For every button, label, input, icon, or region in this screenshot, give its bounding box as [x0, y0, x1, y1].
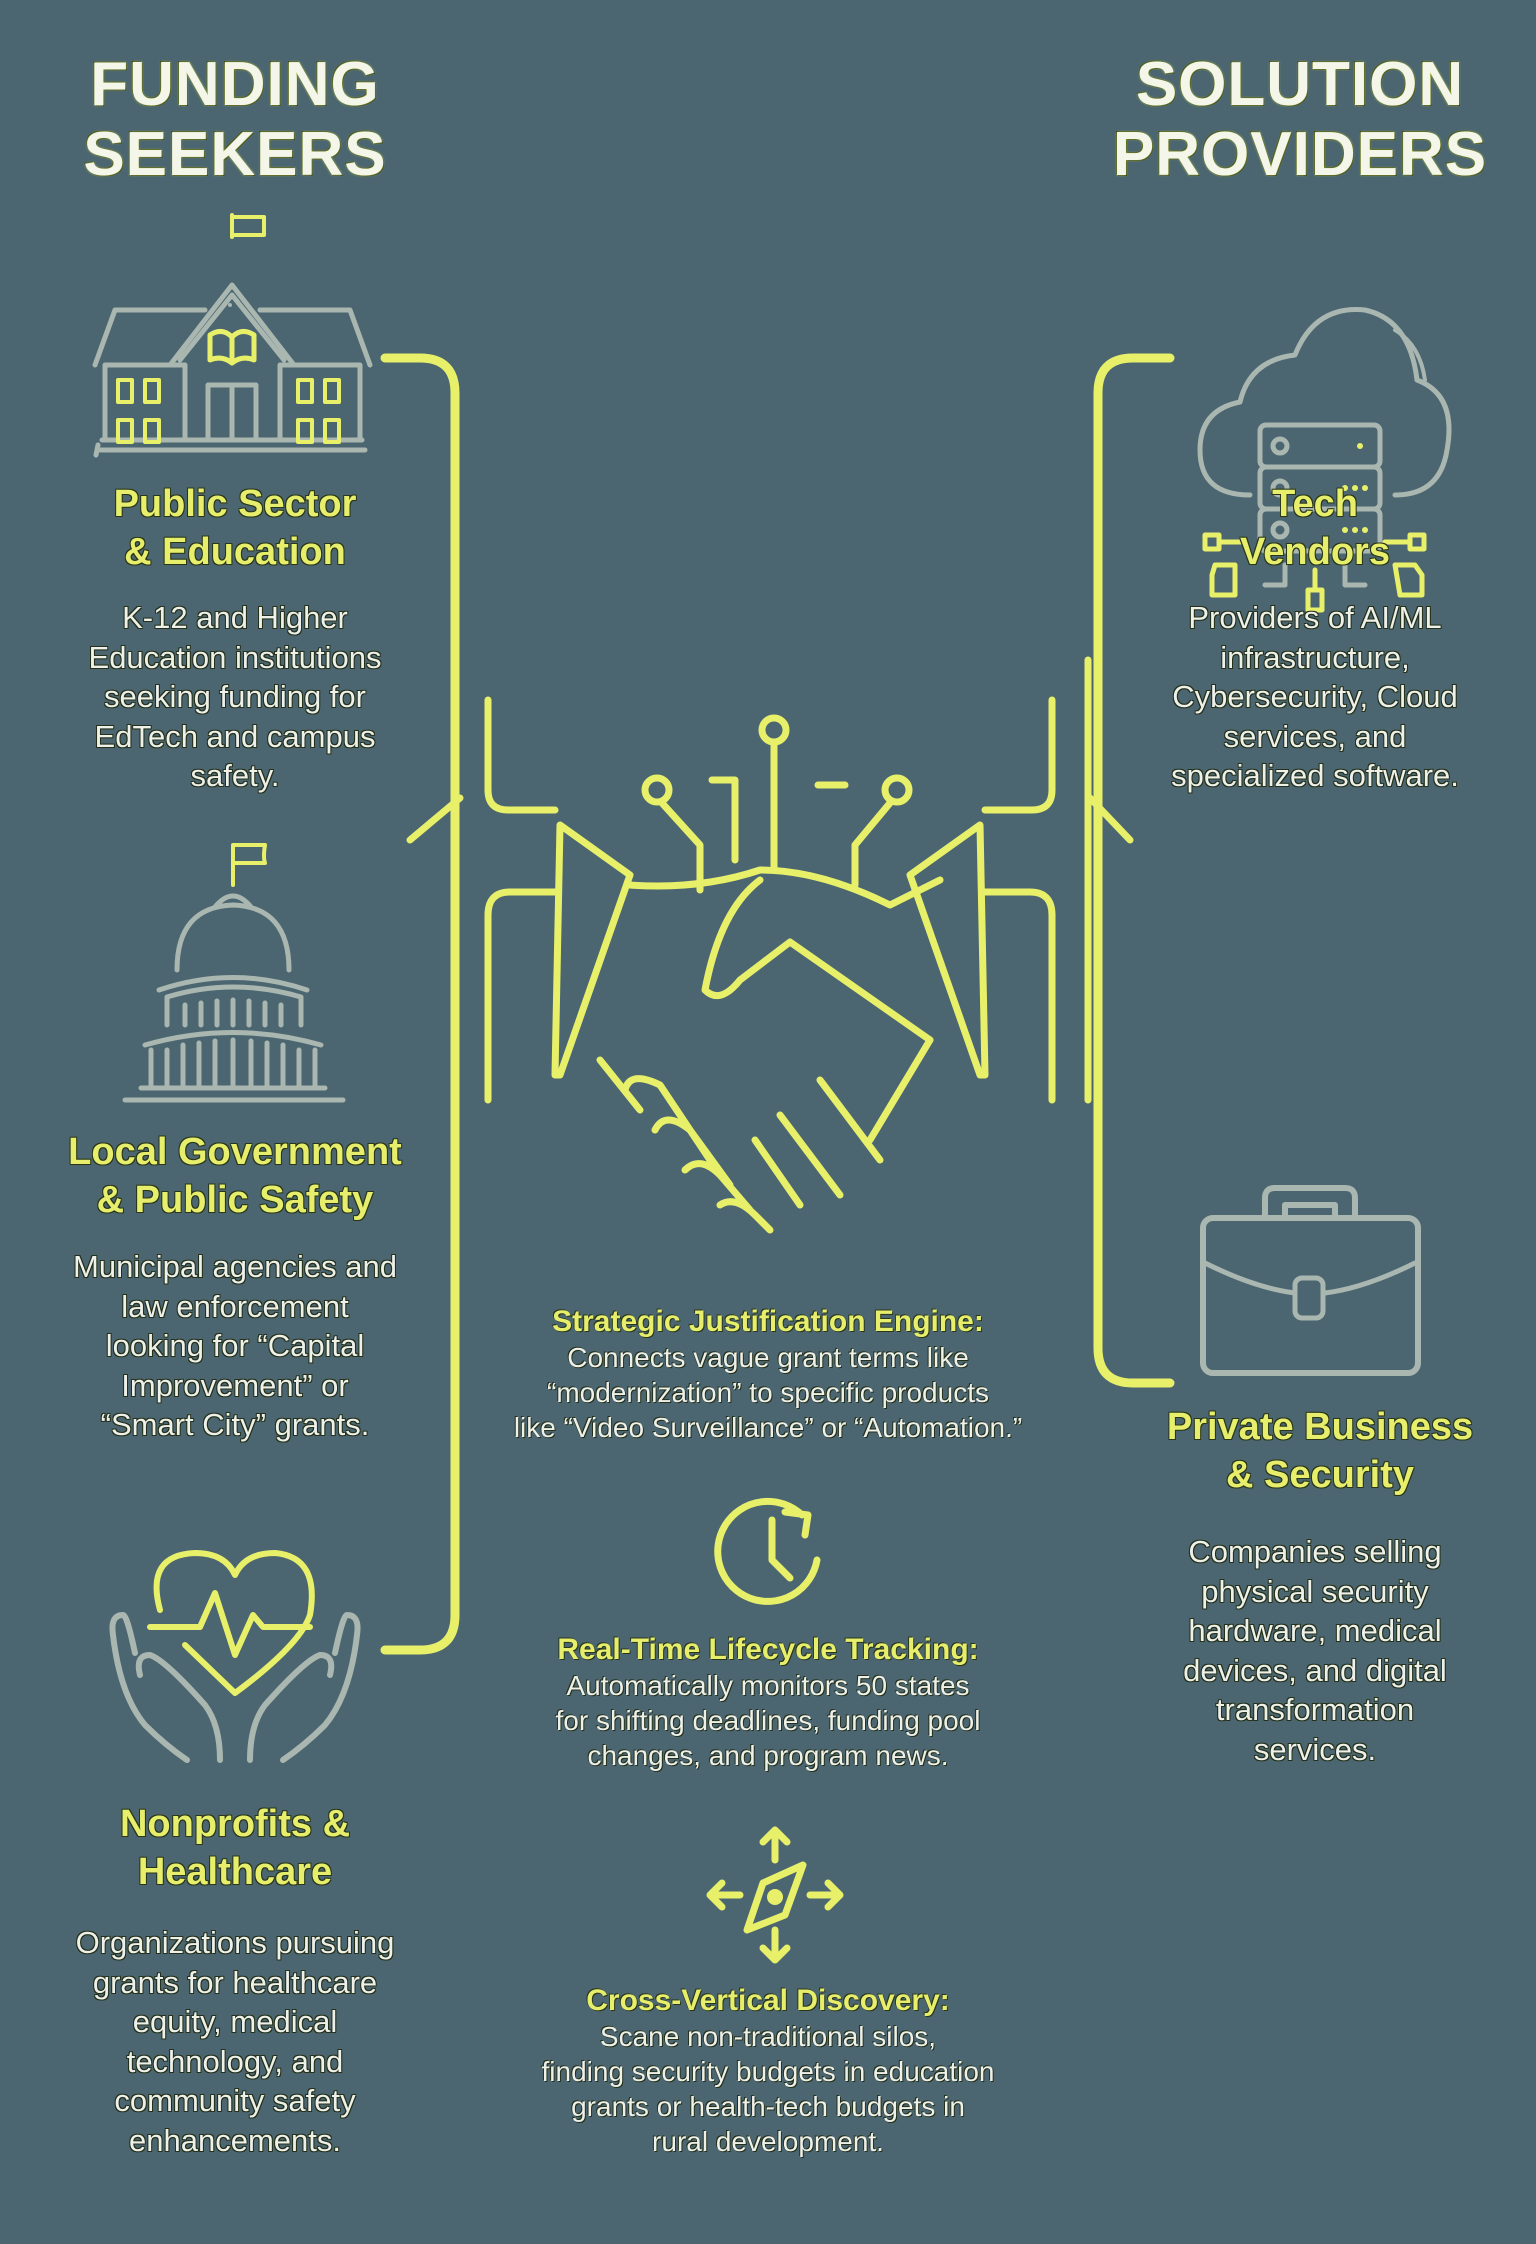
title-line: SOLUTION	[1135, 50, 1465, 119]
desc-line: transformation	[1215, 1692, 1415, 1727]
desc-line: like “Video Surveillance” or “Automation…	[513, 1412, 1023, 1443]
feature-heading-discovery: Cross-Vertical Discovery:	[586, 1984, 950, 2017]
desc-line: grants for healthcare	[92, 1964, 378, 2000]
cloud-server-icon	[1197, 307, 1452, 554]
public-sector-heading: Public Sector & Education	[40, 480, 430, 576]
desc-line: “Smart City” grants.	[100, 1407, 370, 1442]
desc-line: seeking funding for	[104, 679, 366, 714]
private-business-heading: Private Business & Security	[1120, 1403, 1520, 1499]
desc-line: for shifting deadlines, funding pool	[555, 1705, 981, 1736]
server-port-icons	[1202, 532, 1427, 613]
heading-line: Public Sector	[113, 483, 357, 525]
local-government-description: Municipal agencies and law enforcement l…	[30, 1247, 440, 1445]
nonprofits-description: Organizations pursuing grants for health…	[30, 1923, 440, 2160]
desc-line: Municipal agencies and	[73, 1249, 397, 1284]
clock-refresh-icon	[714, 1497, 821, 1605]
desc-line: “modernization” to specific products	[547, 1377, 989, 1408]
heading-line: & Education	[124, 531, 346, 573]
heart-in-hands-icon	[109, 1550, 361, 1763]
desc-line: changes, and program news.	[587, 1740, 949, 1771]
desc-line: Connects vague grant terms like	[567, 1342, 969, 1373]
desc-line: physical security	[1201, 1573, 1429, 1609]
desc-line: technology, and	[126, 2043, 344, 2079]
capitol-dome-icon	[122, 843, 346, 1103]
solution-providers-title: SOLUTION PROVIDERS	[1100, 50, 1500, 190]
desc-line: Cybersecurity, Cloud	[1172, 679, 1458, 714]
funding-seekers-title: FUNDING SEEKERS	[60, 50, 410, 190]
desc-line: Providers of AI/ML	[1188, 600, 1442, 635]
briefcase-icon	[1200, 1185, 1421, 1376]
feature-description-justification: Connects vague grant terms like “moderni…	[0, 1340, 1536, 1445]
heading-line: Local Government	[68, 1131, 402, 1173]
heading-line: & Security	[1226, 1454, 1414, 1496]
heading-line: & Public Safety	[96, 1179, 374, 1221]
desc-line: looking for “Capital	[105, 1328, 365, 1363]
public-sector-description: K-12 and Higher Education institutions s…	[40, 598, 430, 796]
heading-line: Healthcare	[137, 1851, 333, 1893]
desc-line: Automatically monitors 50 states	[566, 1670, 970, 1701]
desc-line: services.	[1253, 1731, 1377, 1767]
school-building-icon	[92, 213, 373, 458]
feature-description-tracking: Automatically monitors 50 states for shi…	[0, 1668, 1536, 1773]
desc-line: Education institutions	[88, 639, 382, 675]
desc-line: EdTech and campus	[94, 718, 376, 754]
desc-line: specialized software.	[1171, 758, 1459, 793]
feature-description-discovery: Scane non-traditional silos, finding sec…	[0, 2019, 1536, 2159]
desc-line: Scane non-traditional silos,	[599, 2021, 937, 2052]
desc-line: Improvement” or	[121, 1367, 349, 1403]
desc-line: law enforcement	[121, 1288, 349, 1324]
heading-line: Private Business	[1166, 1406, 1474, 1448]
desc-line: rural development.	[652, 2126, 884, 2157]
compass-arrows-icon	[706, 1826, 844, 1964]
desc-line: enhancements.	[129, 2122, 341, 2158]
desc-line: equity, medical	[132, 2004, 338, 2039]
handshake-circuit-icon	[406, 656, 1134, 1234]
heading-line: Vendors	[1240, 531, 1390, 573]
title-line: FUNDING	[90, 50, 380, 119]
tech-vendors-description: Providers of AI/ML infrastructure, Cyber…	[1120, 598, 1510, 796]
title-line: PROVIDERS	[1112, 120, 1488, 189]
desc-line: hardware, medical	[1188, 1613, 1442, 1648]
title-line: SEEKERS	[83, 120, 387, 189]
desc-line: devices, and digital	[1183, 1652, 1447, 1688]
desc-line: safety.	[190, 758, 280, 793]
local-government-heading: Local Government & Public Safety	[30, 1128, 440, 1224]
desc-line: Organizations pursuing	[75, 1925, 395, 1960]
heading-line: Tech	[1272, 483, 1358, 525]
private-business-description: Companies selling physical security hard…	[1120, 1532, 1510, 1769]
desc-line: Companies selling	[1188, 1534, 1442, 1569]
desc-line: services, and	[1223, 718, 1407, 754]
desc-line: community safety	[114, 2083, 356, 2118]
feature-heading-tracking: Real-Time Lifecycle Tracking:	[557, 1633, 979, 1666]
desc-line: finding security budgets in education	[541, 2056, 995, 2087]
desc-line: grants or health-tech budgets in	[571, 2091, 965, 2122]
nonprofits-heading: Nonprofits & Healthcare	[40, 1800, 430, 1896]
tech-vendors-heading: Tech Vendors	[1120, 480, 1510, 576]
heading-line: Nonprofits &	[119, 1803, 351, 1845]
desc-line: K-12 and Higher	[122, 600, 348, 635]
desc-line: infrastructure,	[1220, 639, 1410, 675]
feature-heading-justification: Strategic Justification Engine:	[552, 1305, 984, 1338]
